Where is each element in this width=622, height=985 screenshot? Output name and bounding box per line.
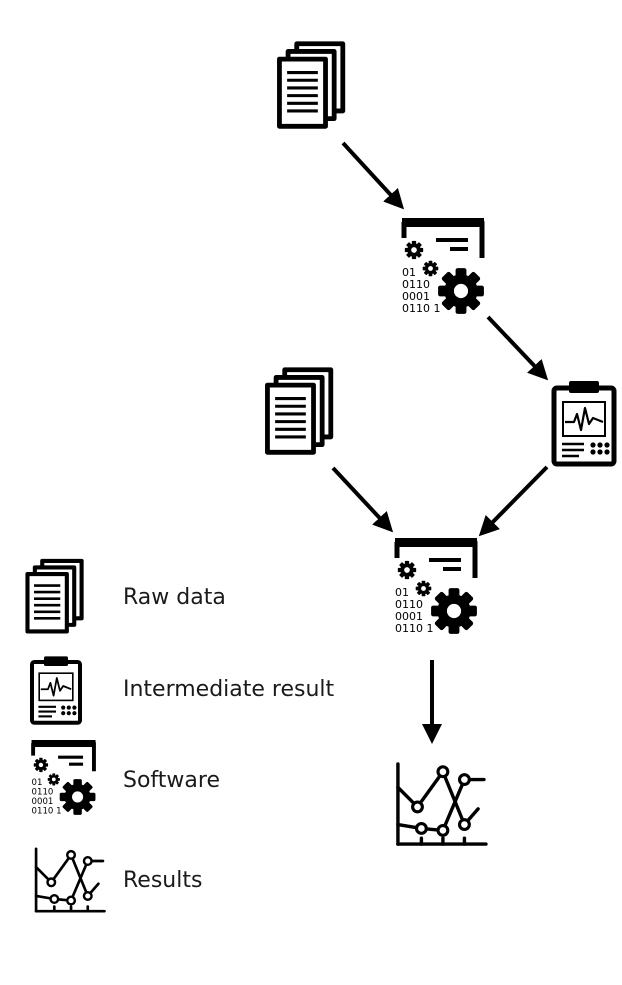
software-code-line: 0110 [402, 278, 430, 291]
raw-data-icon [267, 370, 330, 453]
results-icon [34, 847, 106, 913]
arrow-raw-to-software-2 [331, 466, 394, 533]
raw-data-icon [279, 44, 342, 127]
intermediate-result-icon [30, 654, 82, 725]
software-code-line: 01 [402, 266, 416, 279]
arrow-raw-to-software [341, 141, 405, 210]
software-code-line: 0110 1 [395, 622, 434, 635]
software-code-line: 0110 [395, 598, 423, 611]
arrow-intermediate-to-software [478, 465, 549, 537]
legend: Raw data Intermediate result 01011000010… [27, 561, 335, 913]
software-code-line: 0001 [402, 290, 430, 303]
software-code-line: 0110 1 [32, 806, 62, 816]
software-code-line: 01 [395, 586, 409, 599]
software-code-line: 0110 1 [402, 302, 441, 315]
results-icon [396, 762, 488, 846]
legend-label-raw-data: Raw data [123, 585, 226, 610]
intermediate-result-icon [554, 381, 614, 464]
legend-label-software: Software [123, 768, 220, 793]
software-code-line: 0001 [32, 797, 54, 807]
arrow-software-to-intermediate [486, 315, 549, 381]
software-code-line: 01 [32, 778, 43, 788]
legend-label-intermediate-result: Intermediate result [123, 677, 335, 702]
software-code-line: 0001 [395, 610, 423, 623]
raw-data-icon [27, 561, 81, 632]
legend-label-results: Results [123, 868, 202, 893]
software-code-line: 0110 [32, 788, 54, 798]
